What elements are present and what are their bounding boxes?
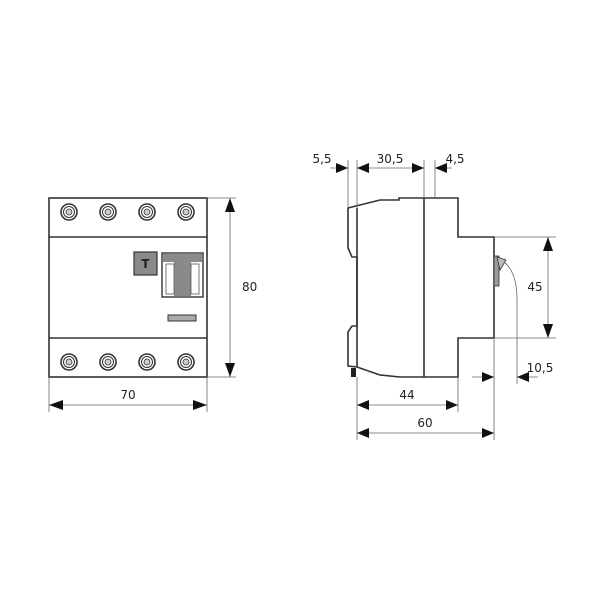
lever-label: 10,5: [527, 361, 554, 375]
terminal-screw-icon: [99, 353, 117, 371]
front-height-label: 45: [527, 280, 542, 294]
terminal-screw-icon: [138, 353, 156, 371]
height-dimension-label: 80: [242, 280, 257, 294]
device-outline: [48, 197, 208, 378]
terminal-screw-icon: [138, 203, 156, 221]
terminal-screws: [60, 203, 195, 371]
side-view: 5,5 30,5 4,5 45 10,5 44 60: [312, 152, 556, 440]
terminal-screw-icon: [99, 203, 117, 221]
front-view: T 80 70: [48, 197, 257, 412]
status-indicator: [167, 314, 197, 322]
terminal-screw-icon: [177, 353, 195, 371]
test-button: [133, 251, 158, 276]
toggle-switch: [161, 252, 204, 298]
terminal-screw-icon: [177, 203, 195, 221]
rear-depth-label: 30,5: [377, 152, 404, 166]
step-label: 4,5: [445, 152, 464, 166]
terminal-screw-icon: [60, 353, 78, 371]
width-dimension-label: 70: [120, 388, 135, 402]
side-outline: [347, 197, 495, 378]
rail-offset-label: 5,5: [312, 152, 331, 166]
test-button-label: T: [141, 257, 150, 271]
total-depth-label: 60: [417, 416, 432, 430]
lever: [493, 255, 518, 384]
terminal-screw-icon: [60, 203, 78, 221]
body-depth-label: 44: [399, 388, 414, 402]
